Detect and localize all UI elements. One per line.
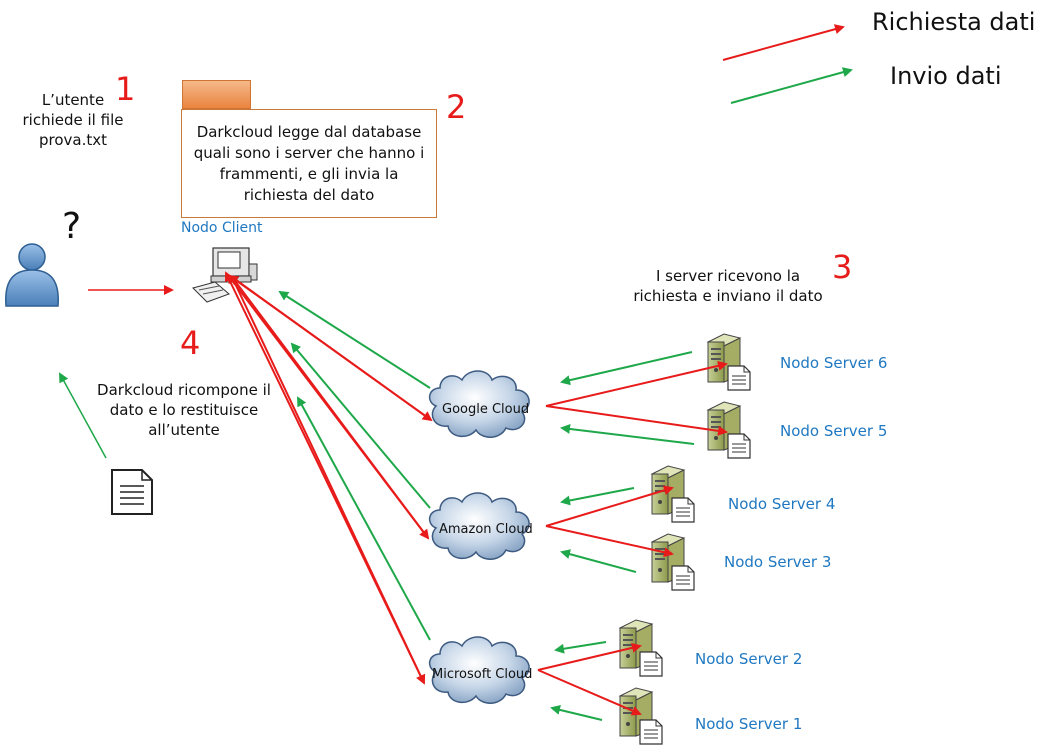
server-6-icon [707,333,751,391]
arrow-amazon-to-s3 [545,525,674,558]
server-3-label: Nodo Server 3 [724,553,832,571]
step-3-number: 3 [832,248,853,286]
client-label: Nodo Client [181,220,263,236]
legend-request-label: Richiesta dati [872,8,1036,36]
arrow-google-to-client-green [278,290,431,389]
arrow-google-to-s6 [545,360,728,407]
step-2-number: 2 [446,88,467,126]
arrow-s5-to-google [560,423,695,445]
legend-send-arrow [730,67,853,104]
step-2-text: Darkcloud legge dal database quali sono … [193,122,425,204]
server-2-label: Nodo Server 2 [695,650,803,668]
legend-request-arrow [722,24,845,61]
arrow-return-to-user [59,372,107,459]
arrow-s6-to-google [560,351,693,386]
server-3-icon [651,533,695,591]
arrow-s3-to-amazon [560,549,637,573]
server-4-icon [651,465,695,523]
google-cloud-label: Google Cloud [442,402,530,417]
arrow-amazon-to-client-green [290,342,431,509]
server-2-icon [619,619,663,677]
amazon-cloud-label: Amazon Cloud [439,522,533,537]
document-icon [111,469,153,515]
arrow-amazon-to-s4 [545,485,674,527]
step-4-number: 4 [180,324,201,362]
arrow-microsoft-to-client-green [297,396,431,641]
arrow-microsoft-to-s1 [537,669,642,716]
user-question-mark: ? [62,206,82,247]
server-4-label: Nodo Server 4 [728,495,836,513]
arrow-amazon-back-red [226,273,429,539]
microsoft-cloud-label: Microsoft Cloud [432,667,533,682]
arrow-google-back-red [228,274,432,421]
step-2-note-box: Darkcloud legge dal database quali sono … [181,109,437,218]
server-1-icon [619,687,663,745]
server-5-label: Nodo Server 5 [780,422,888,440]
arrow-s1-to-microsoft [550,705,603,721]
arrow-microsoft-back-red [224,271,425,684]
step-3-text: I server ricevono la richiesta e inviano… [633,267,823,305]
computer-icon [192,247,258,303]
server-6-label: Nodo Server 6 [780,354,888,372]
step-1-number: 1 [115,70,136,108]
arrow-s2-to-microsoft [554,641,607,654]
arrow-google-to-s5 [545,405,728,436]
step-4-text: Darkcloud ricompone il dato e lo restitu… [97,381,271,439]
step-1-text: L’utente richiede il file prova.txt [22,91,124,149]
arrow-s4-to-amazon [560,487,635,506]
user-icon [5,243,59,307]
legend-send-label: Invio dati [890,62,1002,90]
server-1-label: Nodo Server 1 [695,715,803,733]
arrow-microsoft-to-s2 [537,642,642,671]
note-tab [182,80,251,109]
